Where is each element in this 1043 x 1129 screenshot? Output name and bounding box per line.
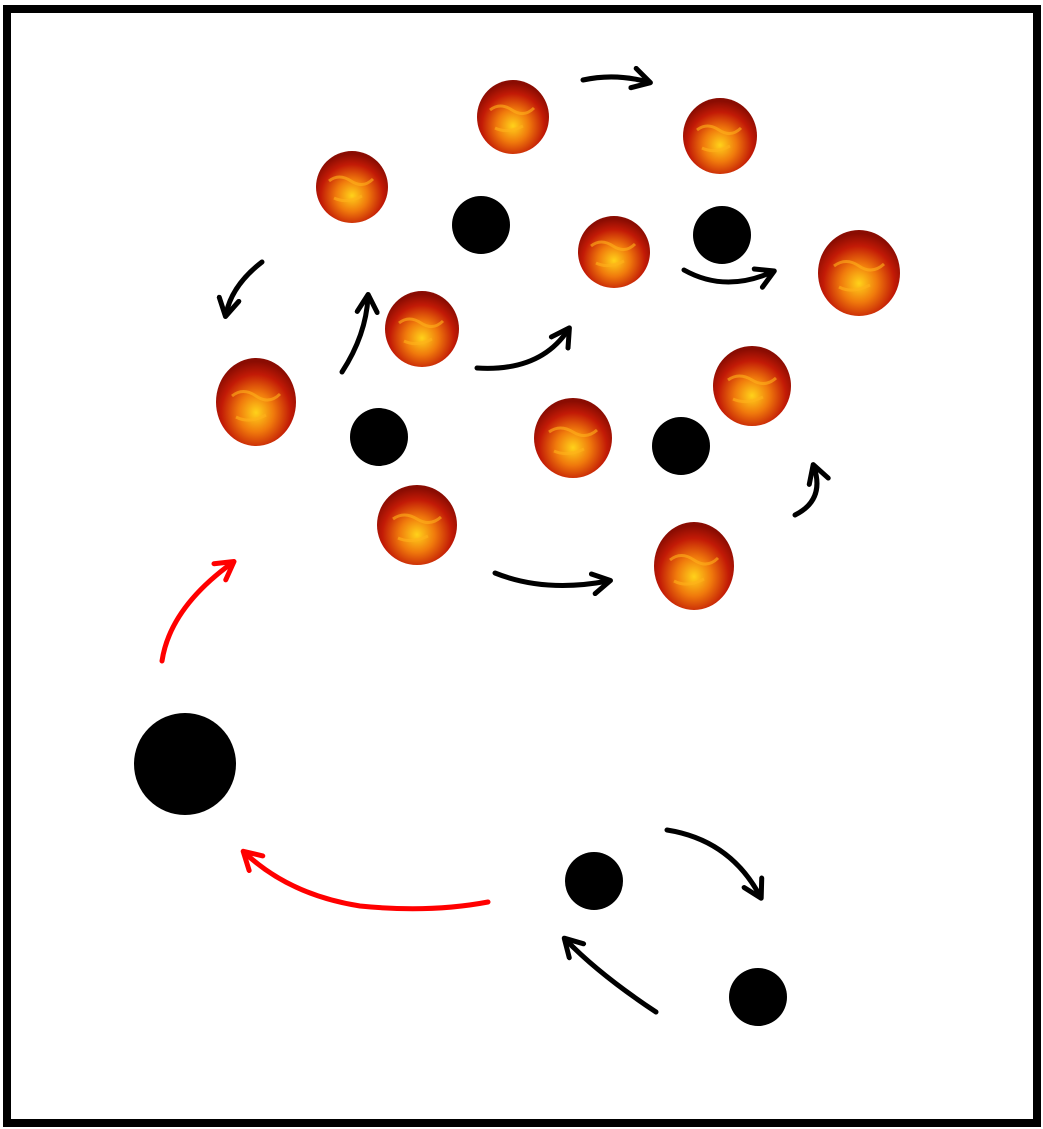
black-hole bbox=[452, 196, 510, 254]
star bbox=[216, 358, 296, 446]
star bbox=[713, 346, 791, 426]
arrow bbox=[561, 935, 659, 1015]
merge-arrows bbox=[159, 559, 491, 912]
star bbox=[683, 98, 757, 174]
black-hole bbox=[565, 852, 623, 910]
star bbox=[477, 80, 549, 154]
black-hole bbox=[693, 206, 751, 264]
star bbox=[377, 485, 457, 565]
star bbox=[818, 230, 900, 316]
diagram-frame bbox=[3, 5, 1041, 1127]
motion-arrows bbox=[216, 65, 831, 1015]
arrow bbox=[792, 462, 831, 518]
star bbox=[385, 291, 459, 367]
arrow bbox=[664, 827, 765, 901]
arrow-red bbox=[159, 559, 237, 664]
arrow bbox=[339, 292, 380, 375]
star bbox=[534, 398, 612, 478]
arrow bbox=[474, 325, 572, 371]
arrow-red bbox=[240, 848, 491, 912]
star bbox=[578, 216, 650, 288]
arrow bbox=[580, 65, 653, 91]
black-hole bbox=[729, 968, 787, 1026]
black-holes bbox=[134, 196, 787, 1026]
arrow bbox=[681, 266, 777, 290]
arrow bbox=[216, 259, 265, 319]
star bbox=[654, 522, 734, 610]
arrow bbox=[492, 570, 613, 597]
star bbox=[316, 151, 388, 223]
black-hole bbox=[350, 408, 408, 466]
black-hole-large bbox=[134, 713, 236, 815]
black-hole bbox=[652, 417, 710, 475]
stars bbox=[216, 80, 900, 610]
